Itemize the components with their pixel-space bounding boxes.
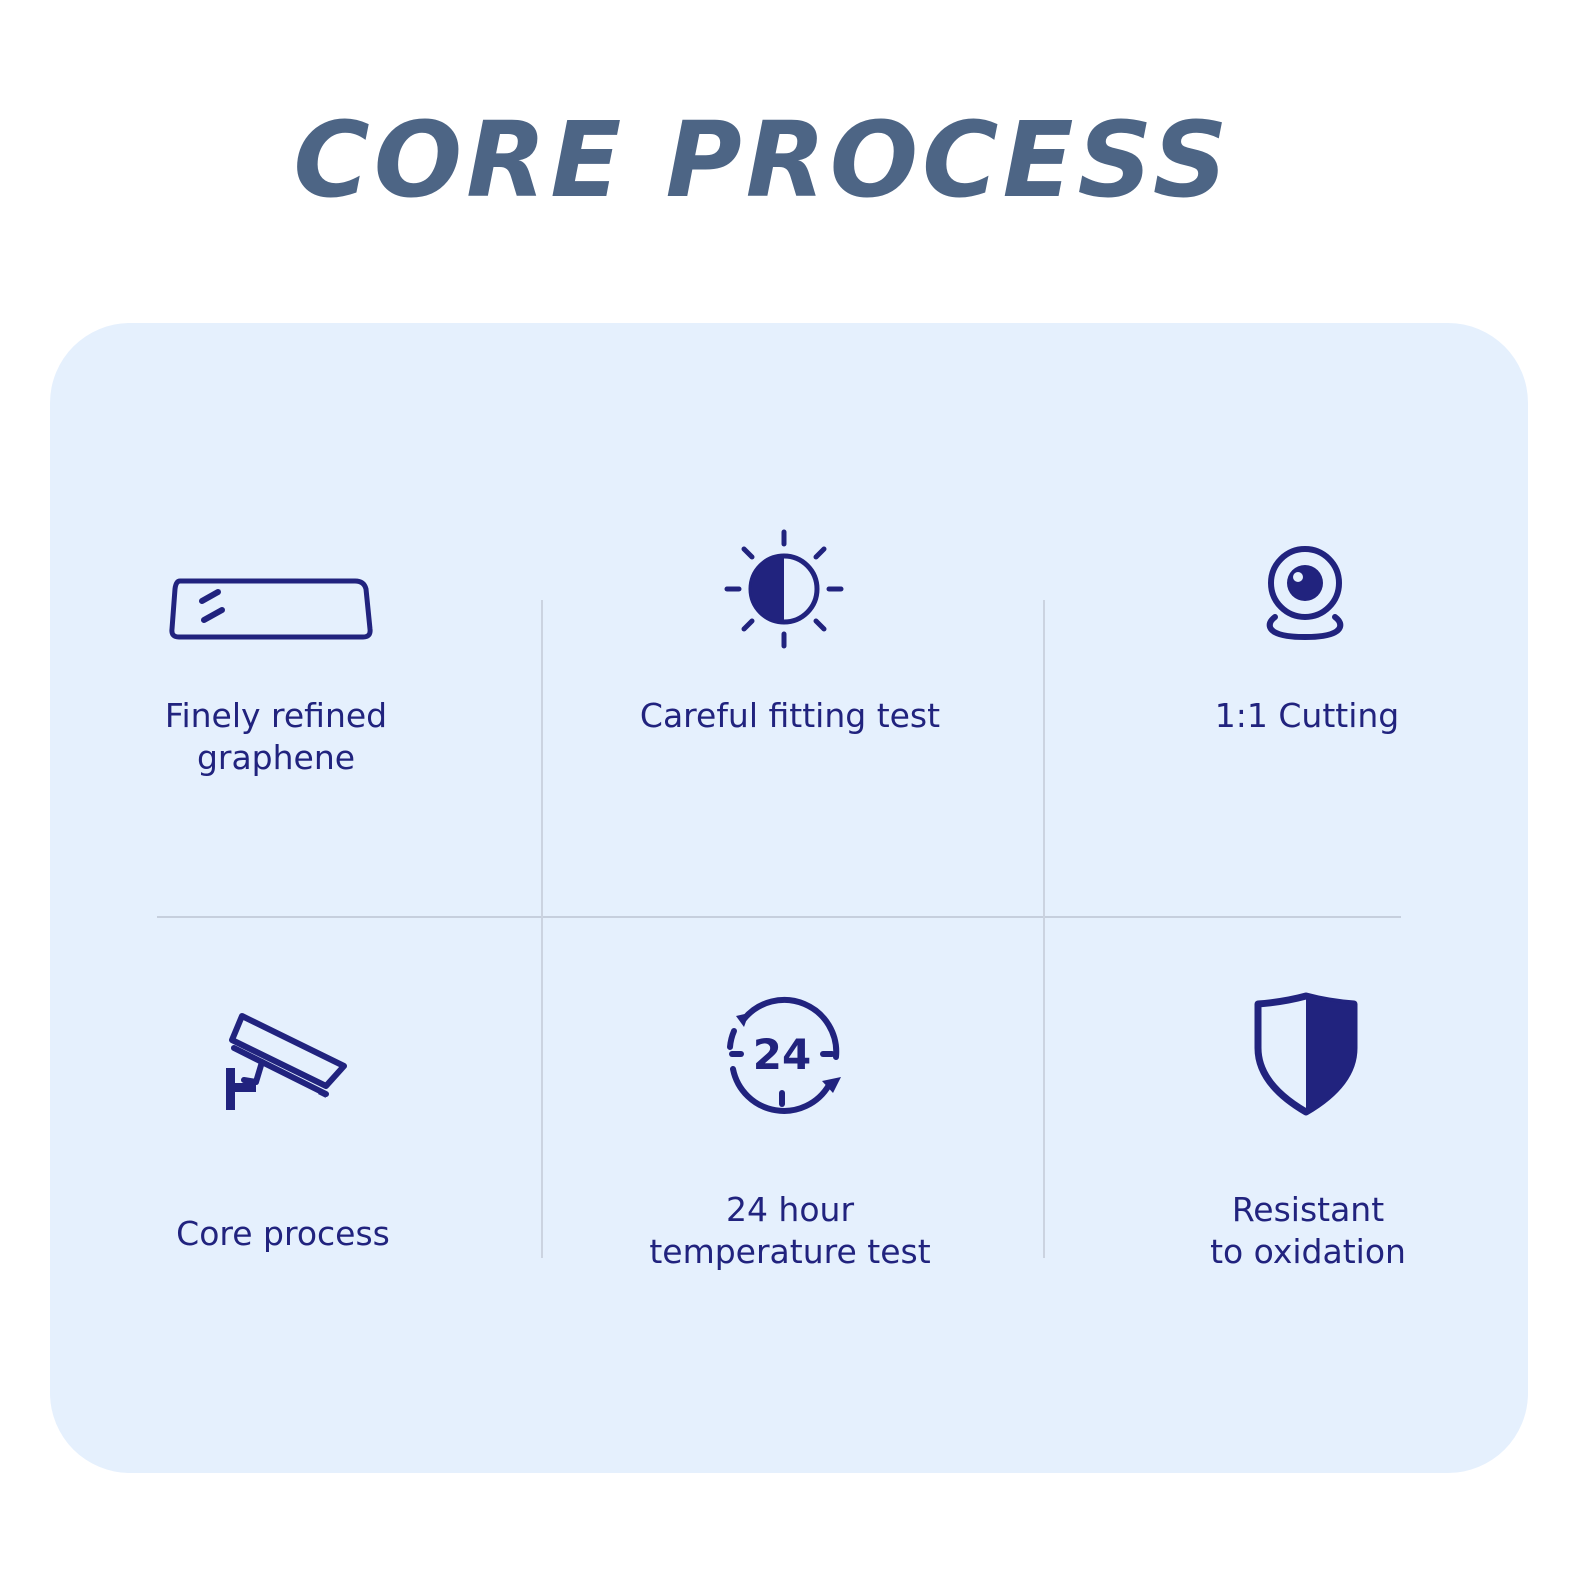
- feature-label: Careful fitting test: [639, 696, 941, 735]
- row-divider: [157, 916, 1401, 918]
- column-divider: [541, 600, 543, 1258]
- feature-label: Resistant to oxidation: [1210, 1190, 1406, 1271]
- screen-glass-icon: [168, 575, 374, 643]
- shield-icon: [1254, 992, 1358, 1116]
- feature-label: 24 hour temperature test: [649, 1190, 931, 1271]
- column-divider: [1043, 600, 1045, 1258]
- page-title: CORE PROCESS: [293, 99, 1232, 221]
- feature-label: 1:1 Cutting: [1214, 696, 1400, 735]
- 24-hour-icon-text: 24: [753, 1030, 811, 1079]
- security-camera-icon: [222, 1010, 352, 1114]
- feature-label: Finely refined graphene: [164, 696, 388, 777]
- brightness-icon: [723, 528, 845, 650]
- camera-icon: [1263, 543, 1347, 641]
- feature-label: Core process: [176, 1214, 390, 1253]
- 24-hour-icon: 24: [719, 991, 845, 1117]
- feature-panel: [50, 323, 1528, 1473]
